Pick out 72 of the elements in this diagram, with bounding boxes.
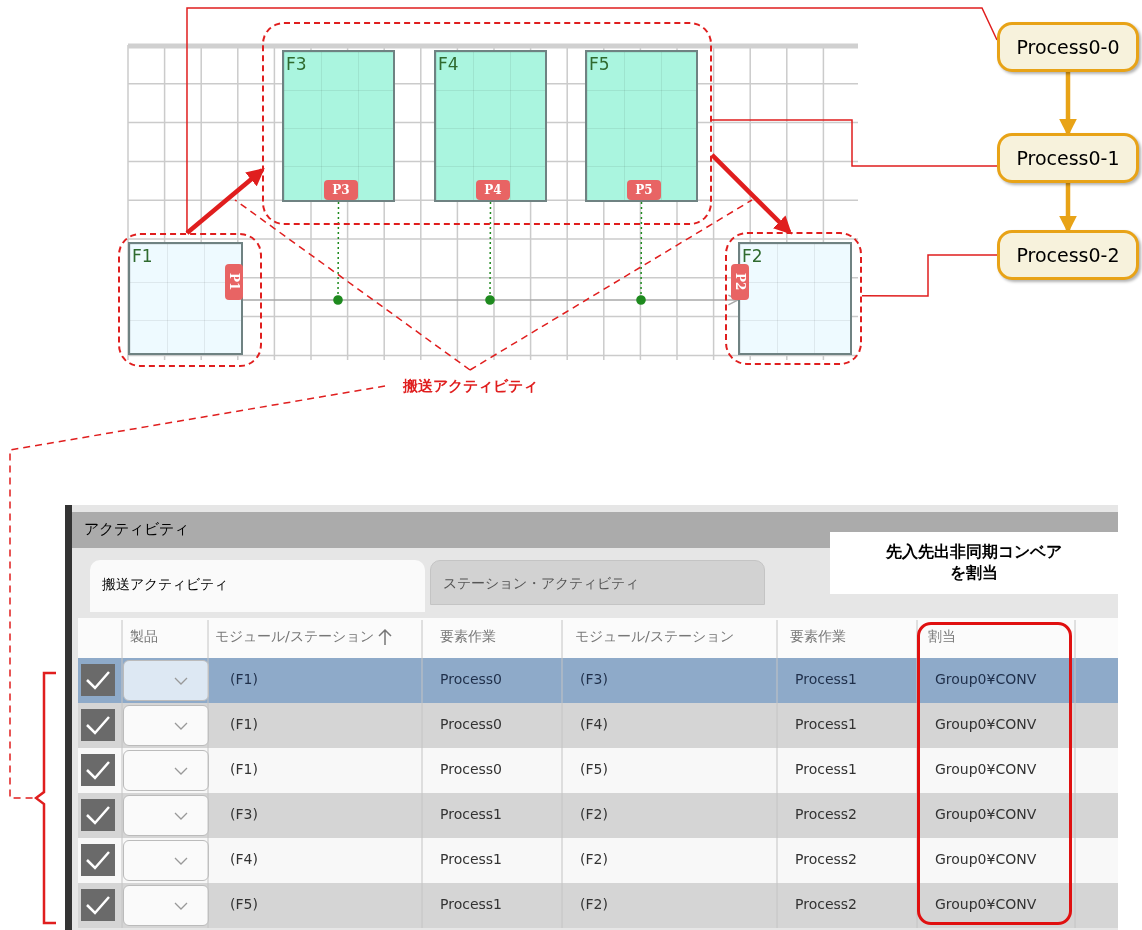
leader-line [186,7,998,234]
note-box [830,532,1118,594]
port-tag: P5 [627,180,661,200]
station-box [282,50,395,202]
arrow [185,167,265,235]
table-cell: Group0¥CONV [935,851,1037,867]
table-cell: Group0¥CONV [935,806,1037,822]
table-cell: Process1 [795,671,857,687]
table-cell: Process2 [795,896,857,912]
station-box [434,50,547,202]
table-cell: (F5) [580,761,608,777]
column-header: 要素作業 [790,628,846,646]
table-cell: Process2 [795,851,857,867]
port-tag: P4 [476,180,510,200]
activity-label: 搬送アクティビティ [385,370,555,402]
table-cell: (F2) [580,851,608,867]
process-box: Process0-2 [997,230,1139,280]
column-header: 割当 [928,628,956,646]
dashed-line [9,385,386,799]
table-cell: (F3) [230,806,258,822]
station-box [128,242,243,355]
table-cell: Group0¥CONV [935,896,1037,912]
table-cell: (F1) [230,716,258,732]
table-cell: Process0 [440,671,502,687]
table-cell: (F1) [230,761,258,777]
station-label: F2 [742,246,763,266]
station-label: F4 [438,54,459,74]
arrow [242,294,739,306]
dashed-outline [118,233,262,367]
dashed-outline [262,22,712,225]
column-header: モジュール/ステーション [215,628,374,646]
table-cell: Process1 [795,716,857,732]
column-header: 製品 [130,628,158,646]
table-cell: Group0¥CONV [935,671,1037,687]
port-tag: P3 [324,180,358,200]
tab: ステーション・アクティビティ [430,560,765,605]
table-cell: (F2) [580,806,608,822]
station-label: F5 [589,54,610,74]
table-cell: (F4) [230,851,258,867]
note-text: 先入先出非同期コンベアを割当 [885,542,1063,584]
table-cell: (F3) [580,671,608,687]
column-header: モジュール/ステーション [575,628,734,646]
process-box: Process0-0 [997,22,1139,72]
table-cell: Process1 [440,806,502,822]
bracket [34,670,58,926]
table-cell: (F1) [230,671,258,687]
table-cell: Process0 [440,716,502,732]
table-cell: (F5) [230,896,258,912]
arrow [710,153,792,235]
column-header: 要素作業 [440,628,496,646]
port-tag: P1 [225,264,243,300]
table-cell: (F2) [580,896,608,912]
tab: 搬送アクティビティ [90,560,425,612]
station-label: F3 [286,54,307,74]
table-cell: Process1 [795,761,857,777]
station-box [585,50,698,202]
station-label: F1 [132,246,153,266]
table-cell: Group0¥CONV [935,716,1037,732]
table-cell: Group0¥CONV [935,761,1037,777]
panel-title: アクティビティ [84,520,189,539]
table-cell: Process1 [440,851,502,867]
leader-line [711,119,998,167]
table-cell: Process2 [795,806,857,822]
port-tag: P2 [731,264,749,300]
dashed-line [234,199,471,371]
leader-line [861,254,998,297]
table-cell: Process1 [440,896,502,912]
dashed-outline [725,232,862,365]
table-cell: Process0 [440,761,502,777]
process-box: Process0-1 [997,133,1139,183]
dashed-line [469,199,753,371]
table-cell: (F4) [580,716,608,732]
